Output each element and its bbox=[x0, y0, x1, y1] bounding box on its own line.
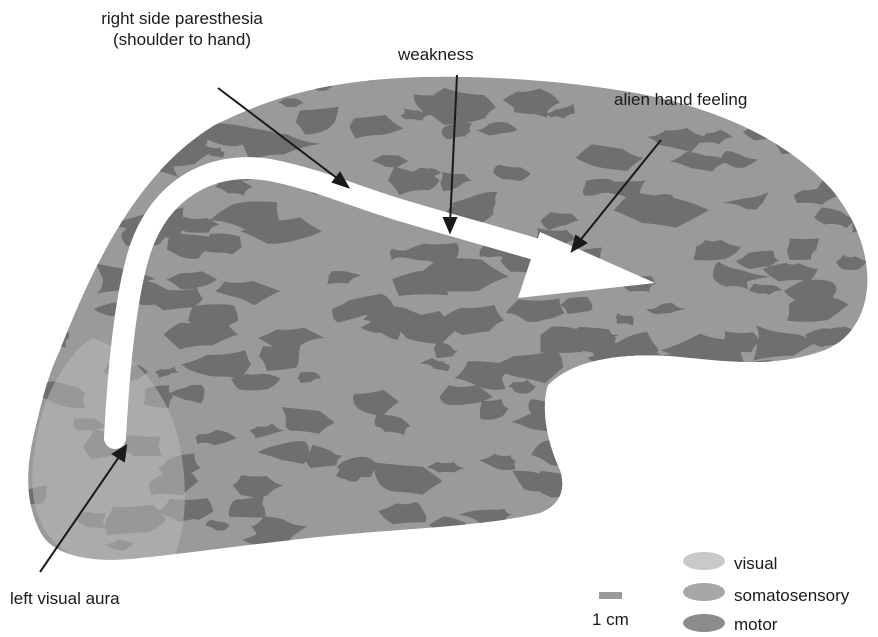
sulcus-blob bbox=[29, 55, 87, 89]
scalebar bbox=[599, 592, 622, 599]
sulcus-blob bbox=[411, 532, 462, 556]
legend-somatosensory-swatch bbox=[683, 583, 725, 601]
sulcus-blob bbox=[697, 496, 769, 532]
legend-motor-swatch bbox=[683, 614, 725, 632]
sulcus-blob bbox=[564, 500, 611, 508]
sulcus-blob bbox=[477, 542, 545, 566]
annotation-alien-hand: alien hand feeling bbox=[614, 89, 747, 110]
scalebar-label: 1 cm bbox=[592, 609, 629, 630]
sulcus-blob bbox=[122, 122, 149, 136]
sulcus-blob bbox=[745, 496, 798, 529]
sulcus-blob bbox=[622, 532, 686, 558]
sulcus-blob bbox=[6, 534, 46, 550]
sulcus-blob bbox=[257, 59, 297, 78]
sulcus-blob bbox=[469, 557, 528, 585]
sulcus-blob bbox=[821, 537, 857, 558]
annotation-paresthesia: right side paresthesia (shoulder to hand… bbox=[52, 8, 312, 50]
sulcus-blob bbox=[348, 66, 373, 83]
sulcus-blob bbox=[654, 353, 698, 374]
sulcus-blob bbox=[749, 360, 794, 375]
sulcus-blob bbox=[606, 407, 671, 445]
sulcus-blob bbox=[754, 467, 840, 501]
sulcus-blob bbox=[753, 123, 782, 134]
sulcus-blob bbox=[574, 455, 614, 479]
sulcus-blob bbox=[677, 401, 778, 431]
sulcus-blob bbox=[827, 361, 857, 371]
sulcus-blob bbox=[244, 95, 265, 105]
sulcus-blob bbox=[0, 302, 43, 321]
sulcus-blob bbox=[16, 193, 61, 215]
sulcus-blob bbox=[778, 473, 823, 494]
sulcus-blob bbox=[97, 91, 144, 110]
sulcus-blob bbox=[45, 178, 118, 206]
annotation-paresthesia-line2: (shoulder to hand) bbox=[52, 29, 312, 50]
legend-visual-label: visual bbox=[734, 553, 777, 574]
sulcus-blob bbox=[469, 526, 526, 547]
sulcus-blob bbox=[775, 137, 823, 155]
sulcus-blob bbox=[802, 479, 878, 515]
sulcus-blob bbox=[678, 398, 766, 426]
sulcus-blob bbox=[605, 440, 661, 471]
sulcus-blob bbox=[319, 538, 360, 557]
sulcus-blob bbox=[826, 135, 865, 152]
sulcus-blob bbox=[30, 303, 63, 322]
sulcus-blob bbox=[839, 52, 878, 88]
sulcus-blob bbox=[23, 329, 69, 347]
sulcus-blob bbox=[758, 429, 825, 448]
legend-somatosensory-label: somatosensory bbox=[734, 585, 849, 606]
sulcus-blob bbox=[738, 409, 777, 422]
sulcus-blob bbox=[428, 526, 467, 541]
sulcus-blob bbox=[37, 232, 67, 245]
sulcus-blob bbox=[62, 68, 102, 101]
sulcus-blob bbox=[575, 65, 617, 85]
sulcus-blob bbox=[804, 89, 854, 113]
sulcus-blob bbox=[39, 223, 65, 241]
annotation-paresthesia-line1: right side paresthesia bbox=[52, 8, 312, 29]
sulcus-blob bbox=[790, 105, 856, 135]
sulcus-blob bbox=[685, 416, 718, 432]
sulcus-blob bbox=[21, 152, 80, 179]
sulcus-blob bbox=[63, 83, 108, 106]
sulcus-blob bbox=[802, 401, 829, 414]
sulcus-blob bbox=[788, 359, 815, 372]
sulcus-blob bbox=[679, 391, 707, 404]
sulcus-blob bbox=[198, 63, 258, 93]
sulcus-blob bbox=[665, 408, 732, 444]
sulcus-blob bbox=[520, 518, 572, 532]
sulcus-blob bbox=[853, 449, 877, 461]
sulcus-blob bbox=[696, 485, 721, 497]
sulcus-blob bbox=[759, 392, 775, 401]
sulcus-blob bbox=[728, 480, 776, 496]
sulcus-blob bbox=[850, 208, 878, 233]
sulcus-blob bbox=[583, 413, 640, 449]
sulcus-blob bbox=[850, 340, 872, 355]
sulcus-blob bbox=[765, 440, 808, 460]
sulcus-blob bbox=[418, 534, 453, 554]
sulcus-blob bbox=[85, 240, 107, 250]
legend-motor-label: motor bbox=[734, 614, 777, 635]
annotation-visual-aura: left visual aura bbox=[10, 588, 120, 609]
sulcus-blob bbox=[150, 71, 212, 100]
legend-visual-swatch bbox=[683, 552, 725, 570]
sulcus-blob bbox=[627, 503, 658, 519]
annotation-weakness: weakness bbox=[398, 44, 474, 65]
